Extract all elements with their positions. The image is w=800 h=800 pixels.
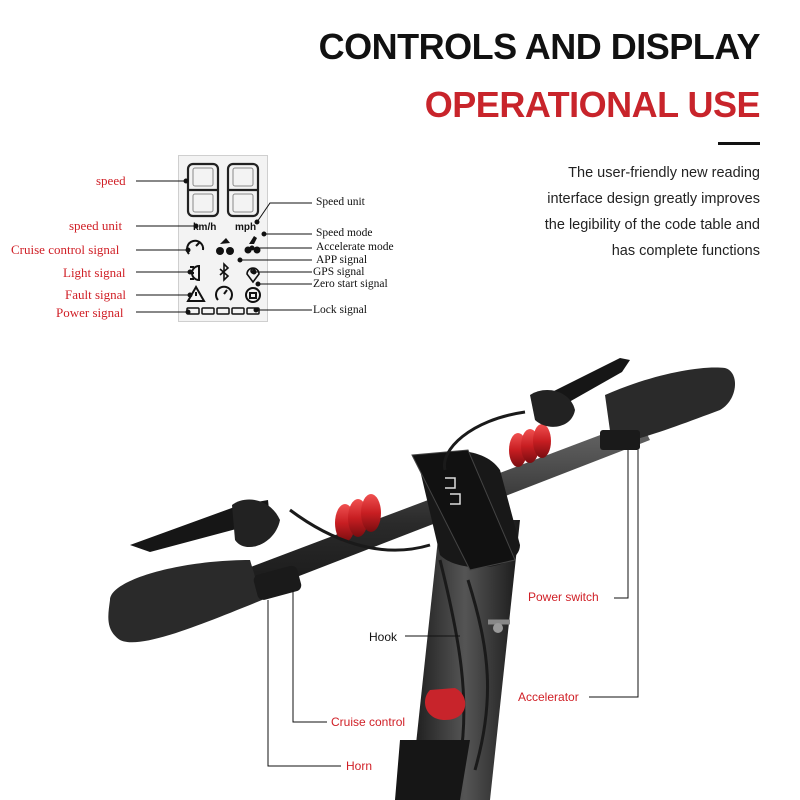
right-brake-body	[530, 390, 575, 427]
dashboard-digits	[445, 477, 461, 505]
cables	[289, 410, 526, 771]
label-speed-mode: Speed mode	[316, 227, 373, 239]
label-app-signal: APP signal	[316, 254, 368, 266]
stem-tube	[410, 520, 520, 800]
description-line: the legibility of the code table and	[544, 217, 760, 233]
label-light-signal: Light signal	[63, 265, 126, 280]
description-line: has complete functions	[611, 243, 760, 259]
label-speed-unit-right: Speed unit	[316, 196, 365, 208]
label-zero-start-signal: Zero start signal	[313, 278, 388, 290]
label-speed: speed	[96, 173, 126, 188]
description-line: The user-friendly new reading	[568, 165, 760, 181]
label-horn: Horn	[346, 759, 373, 773]
label-lock-signal: Lock signal	[313, 304, 367, 316]
page-subtitle: OPERATIONAL USE	[424, 84, 761, 125]
left-brake-body	[232, 499, 280, 548]
left-grip	[108, 560, 262, 643]
bluetooth-icon	[219, 262, 230, 282]
hook	[488, 619, 510, 633]
kmh-unit: km/h	[193, 222, 216, 233]
left-switch-pod	[253, 565, 302, 600]
accelerator-thumb	[600, 430, 640, 450]
label-accelerate-mode: Accelerate mode	[316, 241, 394, 253]
label-cruise-control-signal: Cruise control signal	[11, 242, 120, 257]
lock-icon	[245, 287, 261, 303]
red-clamp-lower	[425, 688, 466, 720]
description: The user-friendly new reading interface …	[460, 160, 760, 264]
description-line: interface design greatly improves	[547, 191, 760, 207]
label-power-signal: Power signal	[56, 305, 124, 320]
label-hook: Hook	[369, 630, 398, 644]
power-battery-icon	[186, 307, 260, 315]
mph-unit: mph	[235, 222, 256, 233]
speed-digits	[186, 162, 260, 218]
title-divider	[718, 142, 760, 145]
right-grip	[605, 367, 736, 445]
label-fault-signal: Fault signal	[65, 287, 127, 302]
red-clamp-left	[335, 494, 381, 542]
lcd-display-graphic: km/h mph	[186, 162, 261, 315]
label-speed-unit: speed unit	[69, 218, 123, 233]
fork-lower	[395, 740, 470, 800]
page-title: CONTROLS AND DISPLAY	[318, 26, 761, 67]
photo-leader-lines	[267, 450, 639, 767]
red-clamp-right	[509, 424, 551, 467]
label-cruise-control: Cruise control	[331, 715, 406, 729]
speed-mode-icon	[216, 238, 234, 255]
lcd-display-panel: km/h mph	[178, 155, 268, 322]
handlebar-illustration	[108, 358, 736, 800]
label-power-switch: Power switch	[528, 590, 599, 604]
label-gps-signal: GPS signal	[313, 266, 365, 278]
display-leader-lines	[136, 178, 312, 315]
zero-start-icon	[215, 285, 233, 301]
label-accelerator: Accelerator	[518, 690, 579, 704]
